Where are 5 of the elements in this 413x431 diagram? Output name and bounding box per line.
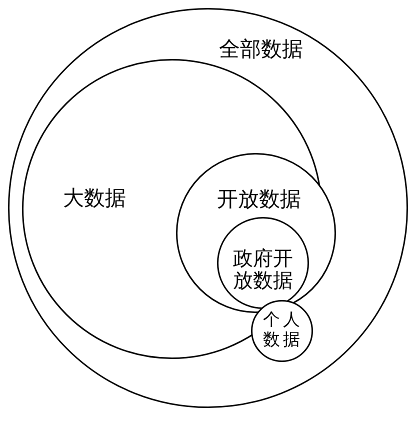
set-label: 个人数据 (263, 310, 304, 350)
set-label: 开放数据 (217, 187, 302, 211)
set-label: 全部数据 (219, 37, 304, 61)
set-label: 政府开放数据 (233, 247, 294, 291)
set-label: 大数据 (63, 186, 127, 210)
